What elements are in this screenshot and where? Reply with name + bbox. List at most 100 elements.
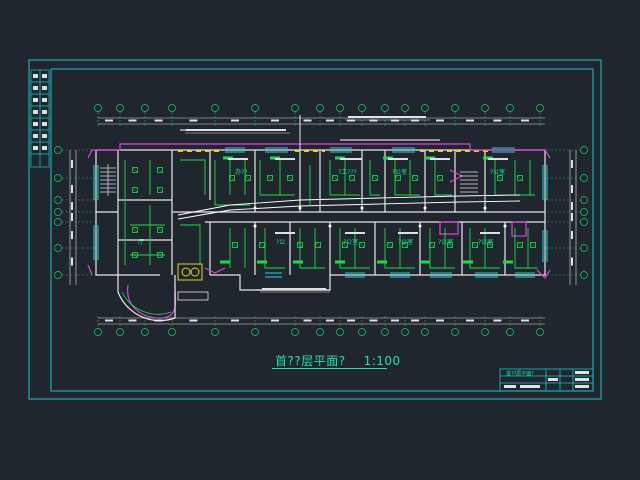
dimension-tick	[71, 257, 73, 266]
light-fixture	[132, 187, 138, 193]
revision-strip-marks	[33, 74, 47, 150]
room-label: ?公	[276, 239, 285, 246]
light-fixture-cross	[132, 187, 138, 193]
light-fixture	[157, 187, 163, 193]
light-fixture	[402, 242, 408, 248]
title-block	[499, 368, 594, 392]
outlet-mark	[420, 260, 430, 264]
switch-mark	[298, 206, 302, 210]
axis-bubble	[316, 328, 324, 336]
wire-run	[214, 160, 250, 206]
light-fixture-cross	[232, 242, 238, 248]
light-fixture	[517, 242, 523, 248]
room-label: ?公室	[392, 168, 407, 176]
windows	[93, 147, 548, 278]
switch-mark	[483, 206, 487, 210]
dimension-tick	[369, 119, 378, 122]
light-fixture	[245, 175, 251, 181]
dimension-tick	[71, 185, 73, 193]
wire-run	[429, 228, 455, 269]
light-fixture	[157, 227, 163, 233]
outlet-mark	[257, 260, 267, 264]
light-fixture-cross	[132, 252, 138, 258]
wire-run	[434, 160, 452, 196]
axis-bubble	[481, 104, 489, 112]
light-fixture-cross	[372, 175, 378, 181]
light-fixture-cross	[530, 242, 536, 248]
axis-bubble	[401, 104, 409, 112]
light-fixture-cross	[297, 242, 303, 248]
dimension-tick	[326, 119, 334, 122]
light-fixture-cross	[157, 167, 163, 173]
outlet-mark	[220, 260, 230, 264]
light-fixture-cross	[497, 175, 503, 181]
light-fixture-cross	[267, 175, 273, 181]
axis-bubble	[451, 104, 459, 112]
light-fixture	[349, 175, 355, 181]
dimension-tick	[436, 319, 444, 322]
switch-mark	[503, 224, 507, 228]
outlet-mark	[293, 260, 303, 264]
wire-run	[259, 160, 295, 196]
axis-bubble	[211, 328, 219, 336]
axis-bubble	[381, 104, 389, 112]
dimension-tick	[391, 319, 399, 322]
light-fixture	[387, 242, 393, 248]
dimension-tick	[493, 319, 502, 322]
light-fixture-cross	[359, 242, 365, 248]
dimension-tick	[303, 319, 312, 322]
dimension-tick	[571, 257, 573, 266]
main-conduit	[177, 115, 521, 291]
dimension-tick	[154, 119, 163, 122]
dimension-tick	[571, 185, 573, 193]
title-block-fills	[504, 371, 589, 388]
axis-bubble	[141, 104, 149, 112]
axis-bubble	[580, 208, 588, 216]
axis-bubble	[336, 104, 344, 112]
wire-run	[469, 228, 500, 269]
dimension-tick	[571, 202, 573, 210]
dimension-tick	[128, 319, 137, 322]
dimension-tick	[303, 119, 312, 122]
axis-bubble	[54, 174, 62, 182]
dimension-tick	[71, 202, 73, 210]
light-fixture	[497, 175, 503, 181]
revision-strip	[30, 69, 50, 168]
switch-mark	[328, 224, 332, 228]
light-fixture	[315, 242, 321, 248]
light-fixture	[132, 227, 138, 233]
dimension-tick	[231, 319, 239, 322]
light-fixture-cross	[387, 242, 393, 248]
dimension-tick	[521, 119, 529, 122]
light-fixture-cross	[132, 167, 138, 173]
light-fixture	[157, 252, 163, 258]
light-fixture-cross	[395, 175, 401, 181]
light-fixture	[472, 242, 478, 248]
axis-bubble	[358, 104, 366, 112]
light-fixture	[429, 242, 435, 248]
axis-bubble	[358, 328, 366, 336]
dimension-tick	[271, 319, 279, 322]
light-fixture-cross	[447, 242, 453, 248]
light-fixture	[395, 175, 401, 181]
axis-bubble	[316, 104, 324, 112]
light-fixture-cross	[412, 175, 418, 181]
axis-bubble	[54, 271, 62, 279]
axis-bubble	[580, 271, 588, 279]
axis-bubble	[580, 174, 588, 182]
wire-run	[264, 228, 285, 269]
wire-run	[369, 160, 380, 196]
axis-bubble	[251, 328, 259, 336]
light-fixture-cross	[332, 175, 338, 181]
light-fixture-cross	[157, 187, 163, 193]
drawing-title-text: 首??层平面?	[275, 354, 346, 368]
wire-run	[339, 228, 370, 269]
switch-mark	[418, 224, 422, 228]
axis-bubble	[291, 104, 299, 112]
electrical-wiring	[124, 159, 538, 269]
dimension-tick	[391, 119, 399, 122]
building-walls	[95, 149, 546, 291]
stairs	[100, 164, 478, 196]
axis-bubble	[481, 328, 489, 336]
light-fixture	[530, 242, 536, 248]
